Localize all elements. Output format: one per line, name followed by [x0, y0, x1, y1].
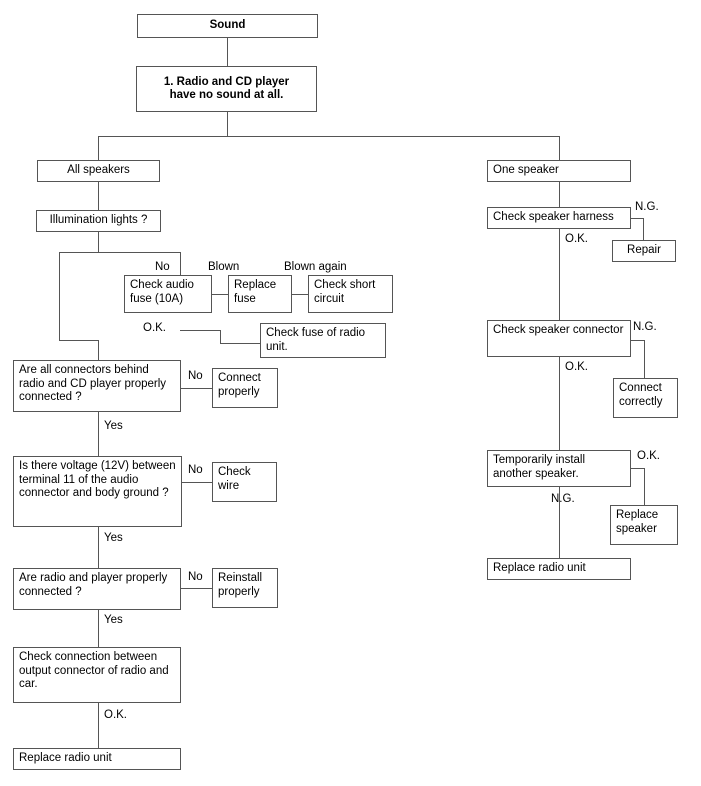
node-check-speaker-harness: Check speaker harness — [487, 207, 631, 229]
label-fuse-ok: O.K. — [143, 322, 167, 334]
node-check-wire: Check wire — [212, 462, 277, 502]
edge-fuseok-seg2 — [220, 330, 221, 343]
node-check-fuse-radio-unit: Check fuse of radio unit. — [260, 323, 386, 358]
edge-onespeaker-to-harness — [559, 182, 560, 207]
node-check-speaker-connector: Check speaker connector — [487, 320, 631, 357]
node-check-short-circuit: Check short circuit — [308, 275, 393, 313]
node-replace-speaker: Replace speaker — [610, 505, 678, 545]
edge-branch-bar — [98, 136, 560, 137]
label-harness-ng: N.G. — [635, 201, 659, 213]
label-radio-yes: Yes — [104, 614, 123, 626]
node-replace-fuse: Replace fuse — [228, 275, 292, 313]
edge-replace-to-short — [292, 294, 308, 295]
edge-connector-ng-seg1 — [631, 340, 645, 341]
edge-symptom-down — [227, 112, 228, 136]
label-temp-ok: O.K. — [637, 450, 661, 462]
edge-harness-ng-seg1 — [631, 218, 644, 219]
label-temp-ng: N.G. — [551, 493, 575, 505]
label-illumination-no: No — [155, 261, 170, 273]
label-voltage-yes: Yes — [104, 532, 123, 544]
label-connectors-no: No — [188, 370, 203, 382]
label-harness-ok: O.K. — [565, 233, 589, 245]
edge-branch-left — [98, 136, 99, 160]
node-radio-player-connected: Are radio and player properly connected … — [13, 568, 181, 610]
edge-connector-ng-seg2 — [644, 340, 645, 378]
edge-connectors-yes — [98, 412, 99, 456]
node-one-speaker: One speaker — [487, 160, 631, 182]
node-symptom: 1. Radio and CD player have no sound at … — [136, 66, 317, 112]
label-fuse-blown: Blown — [208, 261, 240, 273]
edge-output-ok — [98, 703, 99, 748]
edge-voltage-no — [182, 482, 212, 483]
edge-temp-ok-seg1 — [631, 468, 645, 469]
label-voltage-no: No — [188, 464, 203, 476]
edge-fuseok-seg1 — [180, 330, 221, 331]
edge-loop-to-connectors — [98, 340, 99, 360]
label-radio-no: No — [188, 571, 203, 583]
node-reinstall-properly: Reinstall properly — [212, 568, 278, 608]
node-replace-radio-unit-right: Replace radio unit — [487, 558, 631, 580]
node-repair: Repair — [612, 240, 676, 262]
edge-radio-yes — [98, 610, 99, 647]
edge-sound-to-symptom — [227, 38, 228, 66]
edge-illumination-down — [98, 232, 99, 252]
edge-voltage-yes — [98, 527, 99, 568]
edge-temp-ng — [559, 487, 560, 558]
node-connect-properly: Connect properly — [212, 368, 278, 408]
edge-fuseok-seg3 — [220, 343, 260, 344]
node-check-audio-fuse: Check audio fuse (10A) — [124, 275, 212, 313]
label-output-ok: O.K. — [104, 709, 128, 721]
node-connect-correctly: Connect correctly — [613, 378, 678, 418]
label-connector-ok: O.K. — [565, 361, 589, 373]
edge-temp-ok-seg2 — [644, 468, 645, 505]
node-temporarily-install: Temporarily install another speaker. — [487, 450, 631, 487]
edge-harness-ng-seg2 — [643, 218, 644, 240]
edge-connector-ok — [559, 357, 560, 450]
edge-loop-left — [59, 252, 60, 341]
edge-branch-right — [559, 136, 560, 160]
edge-allspeakers-to-illumination — [98, 182, 99, 210]
node-symptom-line2: have no sound at all. — [169, 89, 284, 101]
edge-connectors-no — [181, 388, 212, 389]
node-voltage-12v: Is there voltage (12V) between terminal … — [13, 456, 182, 527]
node-illumination-lights: Illumination lights ? — [36, 210, 161, 232]
node-replace-radio-unit-left: Replace radio unit — [13, 748, 181, 770]
edge-loop-bottom — [59, 340, 98, 341]
node-check-output-connector: Check connection between output connecto… — [13, 647, 181, 703]
label-connectors-yes: Yes — [104, 420, 123, 432]
edge-fuse-to-replace — [212, 294, 228, 295]
edge-harness-ok — [559, 229, 560, 320]
node-connectors-behind: Are all connectors behind radio and CD p… — [13, 360, 181, 412]
label-fuse-blown-again: Blown again — [284, 261, 347, 273]
node-sound: Sound — [137, 14, 318, 38]
edge-loop-right-no — [180, 252, 181, 275]
edge-radio-no — [181, 588, 212, 589]
label-connector-ng: N.G. — [633, 321, 657, 333]
node-symptom-line1: 1. Radio and CD player — [163, 75, 290, 88]
node-all-speakers: All speakers — [37, 160, 160, 182]
edge-loop-top — [59, 252, 181, 253]
